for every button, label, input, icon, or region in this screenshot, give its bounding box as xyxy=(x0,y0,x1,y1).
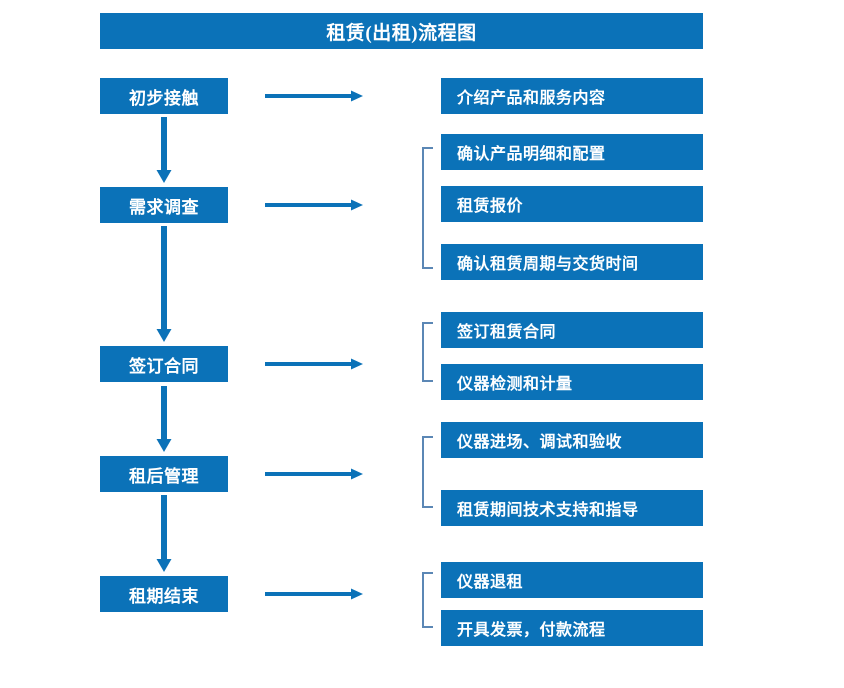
detail-box-confirm-product-spec[interactable]: 确认产品明细和配置 xyxy=(441,134,703,170)
detail-box-instrument-inspection[interactable]: 仪器检测和计量 xyxy=(441,364,703,400)
detail-box-sign-rental-contract[interactable]: 签订租赁合同 xyxy=(441,312,703,348)
detail-box-technical-support[interactable]: 租赁期间技术支持和指导 xyxy=(441,490,703,526)
stage-box-needs-survey[interactable]: 需求调查 xyxy=(100,187,228,223)
arrow-down-contract-to-management xyxy=(155,386,173,452)
arrow-down-survey-to-contract xyxy=(155,226,173,342)
detail-box-instrument-return[interactable]: 仪器退租 xyxy=(441,562,703,598)
bracket-rental-end-group xyxy=(420,572,434,628)
arrow-right-post-rental xyxy=(265,467,363,481)
detail-box-rental-quote[interactable]: 租赁报价 xyxy=(441,186,703,222)
stage-box-post-rental-management[interactable]: 租后管理 xyxy=(100,456,228,492)
detail-box-invoice-payment[interactable]: 开具发票，付款流程 xyxy=(441,610,703,646)
stage-box-initial-contact[interactable]: 初步接触 xyxy=(100,78,228,114)
arrow-down-management-to-end xyxy=(155,495,173,572)
arrow-right-sign-contract xyxy=(265,357,363,371)
bracket-sign-contract-group xyxy=(420,322,434,382)
arrow-right-needs-survey xyxy=(265,198,363,212)
detail-box-confirm-period-delivery[interactable]: 确认租赁周期与交货时间 xyxy=(441,244,703,280)
bracket-needs-survey-group xyxy=(420,147,434,269)
stage-box-sign-contract[interactable]: 签订合同 xyxy=(100,346,228,382)
arrow-down-contact-to-survey xyxy=(155,117,173,183)
detail-box-introduce-products[interactable]: 介绍产品和服务内容 xyxy=(441,78,703,114)
detail-box-instrument-entry-commission[interactable]: 仪器进场、调试和验收 xyxy=(441,422,703,458)
arrow-right-initial-contact xyxy=(265,89,363,103)
bracket-post-rental-group xyxy=(420,436,434,508)
stage-box-rental-end[interactable]: 租期结束 xyxy=(100,576,228,612)
arrow-right-rental-end xyxy=(265,587,363,601)
page-title: 租赁(出租)流程图 xyxy=(100,13,703,49)
